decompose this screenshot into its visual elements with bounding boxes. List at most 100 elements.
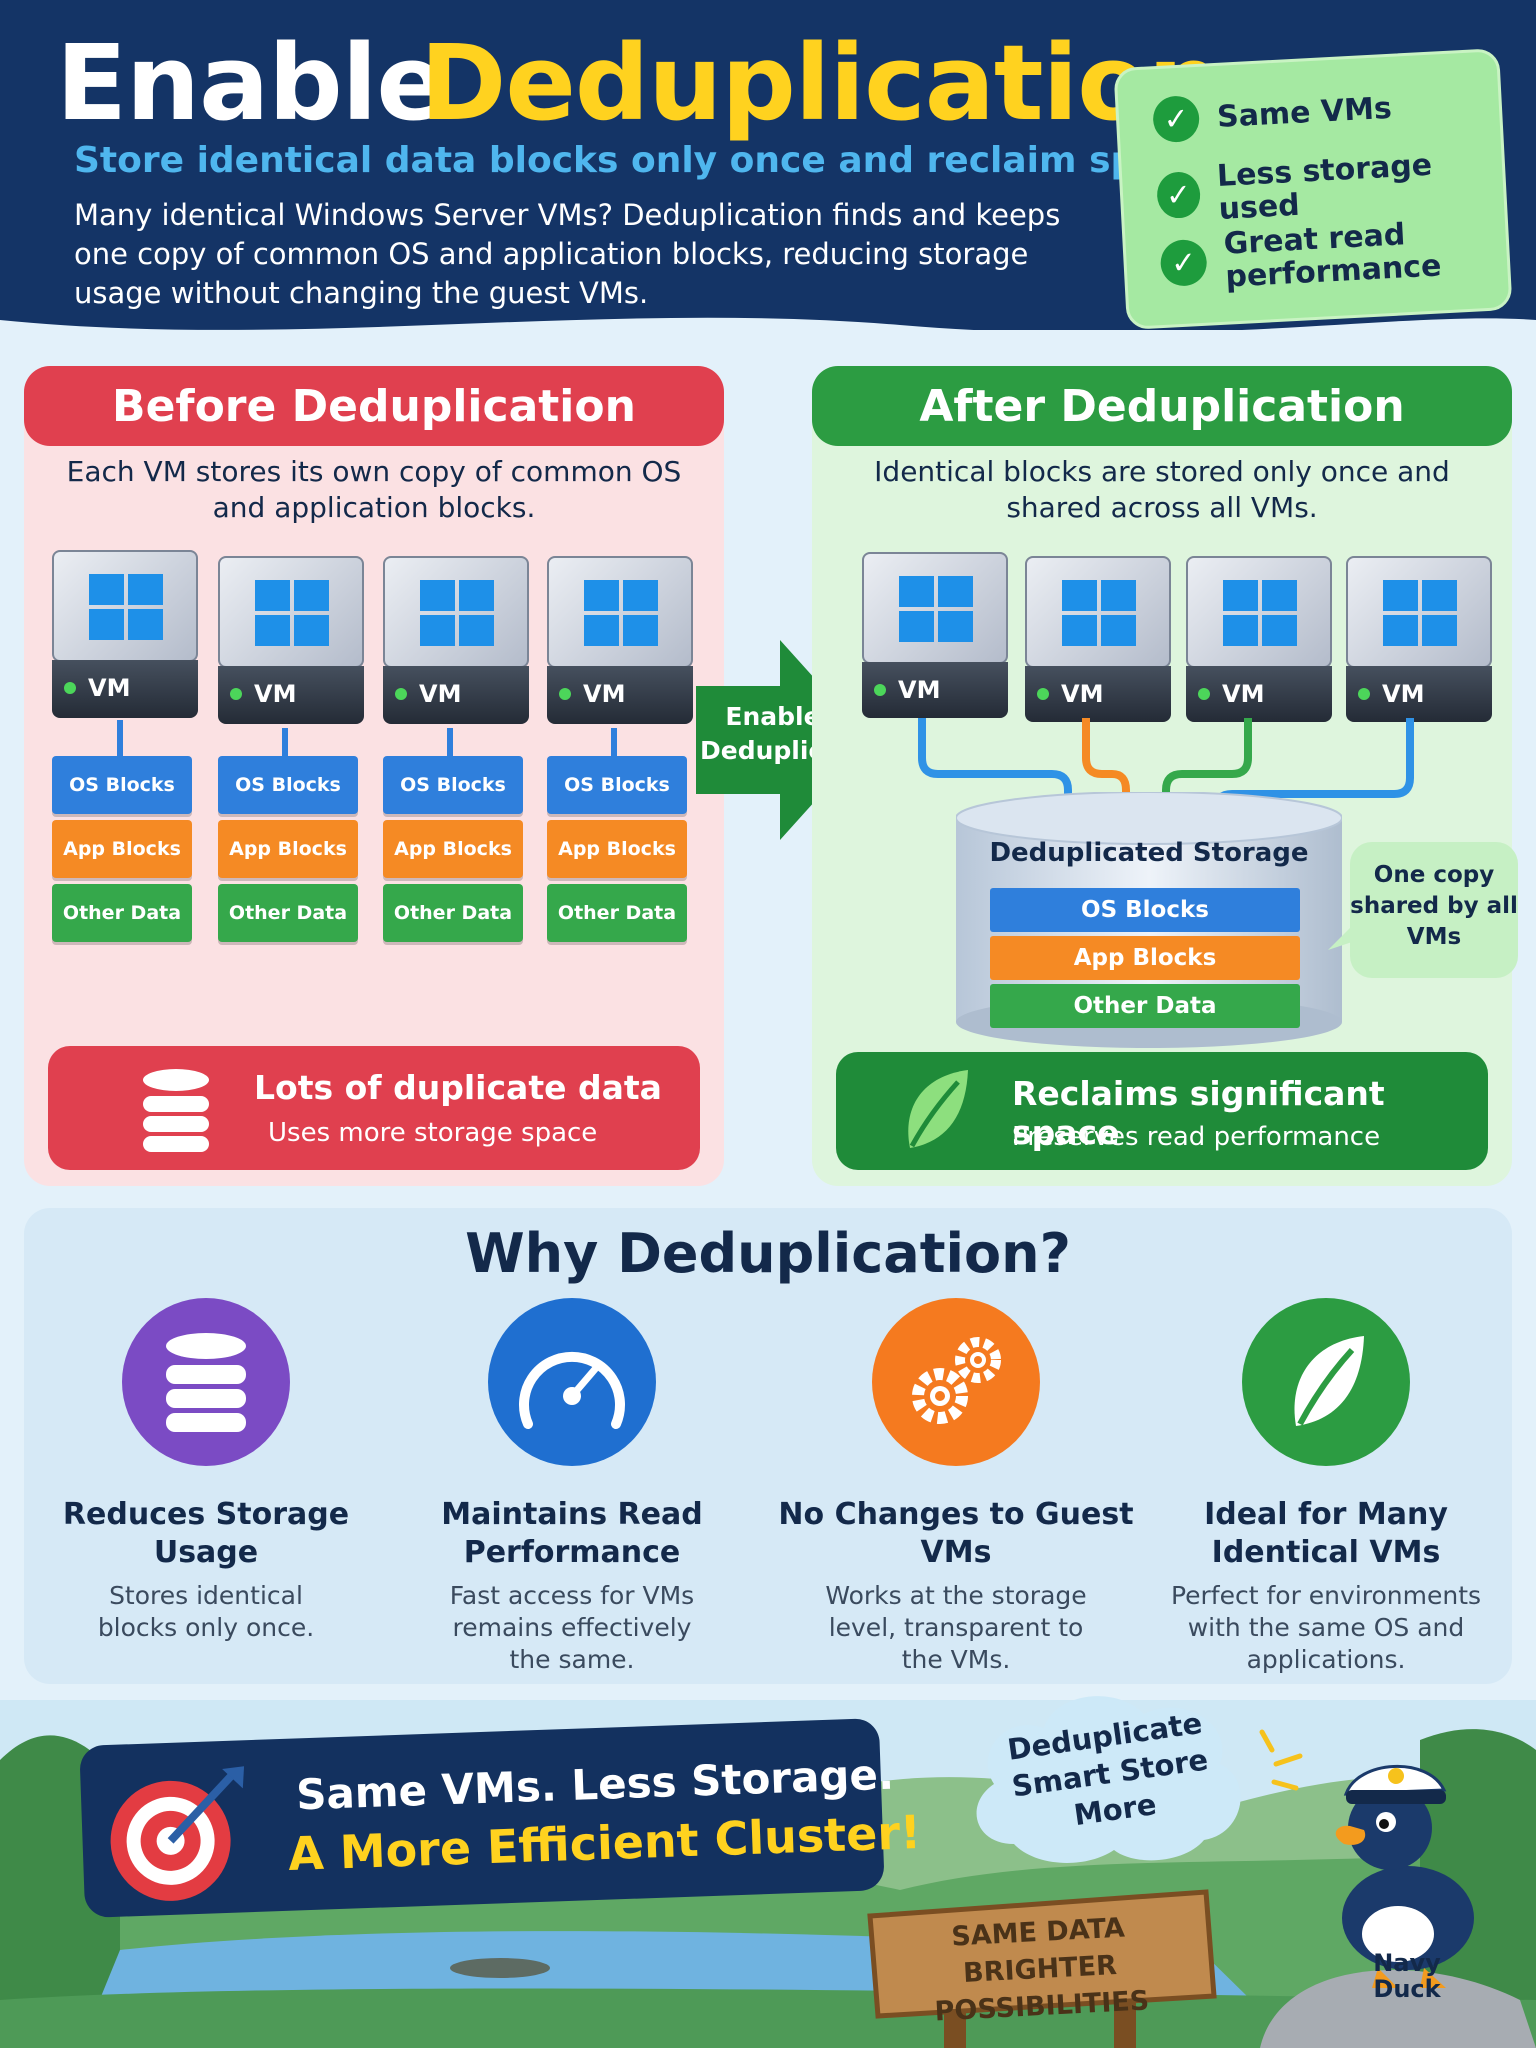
why-item-description: Perfect for environments with the same O…	[1170, 1581, 1482, 1674]
vm-label: VM	[419, 680, 462, 708]
page-subtitle: Store identical data blocks only once an…	[74, 140, 1207, 181]
windows-logo-icon	[1062, 580, 1136, 646]
slogan-banner	[79, 1718, 885, 1918]
vm-chassis	[1025, 556, 1171, 668]
status-led-icon	[230, 688, 242, 700]
why-item: Maintains Read Performance Fast access f…	[392, 1298, 752, 1676]
os-blocks: OS Blocks	[218, 756, 358, 814]
windows-logo-icon	[899, 576, 973, 642]
other-data-blocks: Other Data	[547, 884, 687, 942]
status-led-icon	[874, 684, 886, 696]
intro-text: Many identical Windows Server VMs? Dedup…	[74, 198, 1061, 310]
database-icon	[143, 1069, 209, 1152]
vm-label: VM	[1222, 680, 1265, 708]
vm-base: VM	[52, 660, 198, 718]
leaf-icon	[1242, 1298, 1410, 1466]
windows-logo-icon	[420, 580, 494, 646]
shared-app-blocks: App Blocks	[990, 936, 1300, 980]
os-blocks: OS Blocks	[52, 756, 192, 814]
vm-label: VM	[1061, 680, 1104, 708]
windows-logo-icon	[89, 574, 163, 640]
other-data-blocks: Other Data	[383, 884, 523, 942]
vm-chassis	[383, 556, 529, 668]
leaf-icon	[908, 1070, 968, 1148]
os-blocks: OS Blocks	[547, 756, 687, 814]
vm-label: VM	[88, 674, 131, 702]
vm-base: VM	[1186, 666, 1332, 722]
arrow-label: Enable Deduplication	[700, 702, 896, 765]
vm-chassis	[52, 550, 198, 662]
benefits-card: ✓ Same VMs ✓ Less storage used ✓ Great r…	[1113, 48, 1513, 330]
status-led-icon	[395, 688, 407, 700]
vm-base: VM	[1346, 666, 1492, 722]
speedometer-icon	[488, 1298, 656, 1466]
why-item-description: Works at the storage level, transparent …	[825, 1581, 1087, 1674]
benefit-item: ✓ Same VMs	[1151, 85, 1393, 144]
before-banner-title: Lots of duplicate data	[254, 1068, 662, 1107]
sign-text: SAME DATA BRIGHTER POSSIBILITIES	[933, 1912, 1150, 2028]
storage-title: Deduplicated Storage	[989, 838, 1309, 868]
vm-base: VM	[862, 662, 1008, 718]
database-icon	[122, 1298, 290, 1466]
shared-other-data: Other Data	[990, 984, 1300, 1028]
status-led-icon	[1037, 688, 1049, 700]
wooden-sign	[867, 1889, 1217, 2048]
windows-logo-icon	[1223, 580, 1297, 646]
vm-chassis	[1346, 556, 1492, 668]
after-banner-title: Reclaims significant space	[1012, 1074, 1385, 1152]
check-icon: ✓	[1151, 94, 1201, 144]
why-item-description: Stores identical blocks only once.	[97, 1581, 315, 1642]
os-blocks: OS Blocks	[383, 756, 523, 814]
vm-base: VM	[547, 666, 693, 724]
why-item-title: Maintains Read Performance	[441, 1497, 703, 1570]
navy-duck-mascot-icon	[1335, 1765, 1474, 1988]
vm-base: VM	[383, 666, 529, 724]
vm-label: VM	[898, 676, 941, 704]
after-banner-subtitle: Preserves read performance	[1012, 1122, 1381, 1152]
benefit-label: Same VMs	[1216, 90, 1393, 135]
before-banner-subtitle: Uses more storage space	[268, 1118, 598, 1148]
status-led-icon	[559, 688, 571, 700]
why-section-title: Why Deduplication?	[465, 1222, 1071, 1285]
benefit-item: ✓ Less storage used	[1155, 145, 1504, 229]
why-item: No Changes to Guest VMs Works at the sto…	[776, 1298, 1136, 1676]
after-panel-title: After Deduplication	[812, 366, 1512, 446]
vm-base: VM	[1025, 666, 1171, 722]
shared-connectors	[918, 718, 1414, 828]
sparkle-icon	[1259, 1729, 1303, 1791]
mascot-name: Navy Duck	[1373, 1949, 1441, 2003]
benefit-label: Less storage used	[1216, 147, 1433, 227]
target-icon	[110, 1766, 245, 1901]
vm-connectors	[117, 720, 617, 756]
status-led-icon	[1198, 688, 1210, 700]
benefit-item: ✓ Great read performance	[1159, 217, 1443, 297]
header-wave	[0, 317, 1536, 330]
callout-pointer	[1328, 920, 1358, 950]
page-title-part2: Deduplication	[420, 22, 1222, 144]
why-section	[24, 1208, 1512, 1684]
vm-chassis	[218, 556, 364, 668]
windows-logo-icon	[255, 580, 329, 646]
why-item-title: Ideal for Many Identical VMs	[1204, 1497, 1448, 1570]
shared-os-blocks: OS Blocks	[990, 888, 1300, 932]
why-item: Reduces Storage Usage Stores identical b…	[26, 1298, 386, 1644]
why-item-title: Reduces Storage Usage	[62, 1497, 350, 1570]
status-led-icon	[64, 682, 76, 694]
benefit-label: Great read performance	[1222, 217, 1443, 295]
before-panel-description: Each VM stores its own copy of common OS…	[66, 455, 682, 524]
app-blocks: App Blocks	[547, 820, 687, 878]
why-item-title: No Changes to Guest VMs	[778, 1497, 1134, 1570]
callout-text: One copy shared by all VMs	[1350, 862, 1518, 950]
vm-chassis	[1186, 556, 1332, 668]
before-summary-banner: Lots of duplicate data Uses more storage…	[48, 1046, 700, 1170]
enable-dedup-arrow-icon	[696, 640, 870, 840]
vm-base: VM	[218, 666, 364, 724]
before-panel-title: Before Deduplication	[24, 366, 724, 446]
windows-logo-icon	[1383, 580, 1457, 646]
after-panel-description: Identical blocks are stored only once an…	[874, 455, 1450, 524]
status-led-icon	[1358, 688, 1370, 700]
other-data-blocks: Other Data	[52, 884, 192, 942]
cloud-bubble	[976, 1696, 1241, 1863]
vm-label: VM	[254, 680, 297, 708]
callout-bubble	[1350, 842, 1518, 978]
